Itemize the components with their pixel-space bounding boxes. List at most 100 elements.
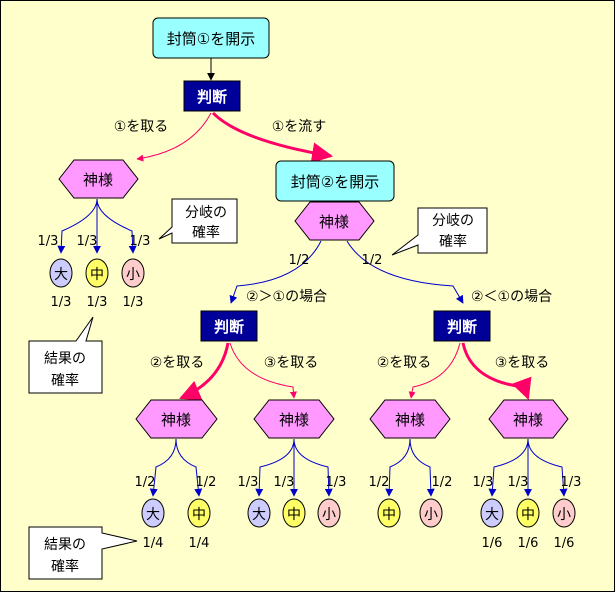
callout-branch-prob-center: 分岐の 確率 xyxy=(391,207,488,256)
callout-result-line1: 結果の xyxy=(44,351,86,367)
outcome-mid-label: 中 xyxy=(90,267,104,283)
god-hexagon-gt-take-2: 神様 xyxy=(135,399,218,439)
outcome-small-left: 小 xyxy=(121,258,145,288)
outcome-small-label: 小 xyxy=(322,507,336,523)
branch-prob: 1/2 xyxy=(432,475,453,490)
pass-1-arrow xyxy=(211,111,334,164)
branch-prob-case-gt: 1/2 xyxy=(289,253,310,268)
branch-arrow xyxy=(149,438,177,497)
branch-case-gt-arrow xyxy=(229,240,322,304)
god-label: 神様 xyxy=(513,411,543,429)
branch-prob: 1/3 xyxy=(326,475,347,490)
judge-box-top: 判断 xyxy=(183,80,241,112)
branch-arrow xyxy=(385,438,411,497)
callout-branch-line1: 分岐の xyxy=(432,213,474,229)
open-envelope-2-box: 封筒②を開示 xyxy=(275,160,395,202)
branch-arrow xyxy=(175,438,203,497)
god-label-center: 神様 xyxy=(319,213,349,231)
case-gt-take-3-label: ③を取る xyxy=(264,355,319,371)
case-lt-take-2-label: ②を取る xyxy=(377,355,432,371)
god-label-left: 神様 xyxy=(83,171,113,189)
branch-prob: 1/3 xyxy=(561,475,582,490)
pass-1-label: ①を流す xyxy=(272,119,327,135)
result-prob: 1/4 xyxy=(189,536,210,551)
callout-branch-line2: 確率 xyxy=(439,233,467,250)
god-hexagon-left: 神様 xyxy=(58,159,139,199)
callout-branch-line2: 確率 xyxy=(192,224,220,241)
outcome-mid-label: 中 xyxy=(192,507,206,523)
case-gt-take-2-arrow xyxy=(179,342,230,401)
callout-result-prob-left: 結果の 確率 xyxy=(28,316,103,394)
outcome-mid: 中 xyxy=(187,498,211,528)
god-hexagon-gt-take-3: 神様 xyxy=(253,399,335,439)
outcome-mid-label: 中 xyxy=(382,507,396,523)
callout-result-prob-bottom: 結果の 確率 xyxy=(28,526,138,580)
judge-label-case-lt: 判断 xyxy=(447,318,477,336)
outcome-big-label: 大 xyxy=(252,507,266,523)
left-result-prob-mid: 1/3 xyxy=(87,295,108,310)
case-gt-take-3-arrow xyxy=(229,342,297,399)
take-1-label: ①を取る xyxy=(114,119,169,135)
god-label: 神様 xyxy=(395,411,425,429)
case-lt-take-3-arrow xyxy=(461,342,532,400)
callout-result-line1: 結果の xyxy=(44,537,86,553)
outcome-small: 小 xyxy=(552,498,576,528)
outcome-big: 大 xyxy=(141,498,165,528)
outcome-big-label: 大 xyxy=(146,507,160,523)
case-lt-take-2-arrow xyxy=(408,342,461,399)
branch-arrow xyxy=(293,438,333,497)
outcome-small: 小 xyxy=(317,498,341,528)
result-prob: 1/6 xyxy=(482,536,503,551)
branch-prob: 1/3 xyxy=(473,475,494,490)
branch-prob: 1/3 xyxy=(238,475,259,490)
left-result-prob-small: 1/3 xyxy=(123,295,144,310)
branch-arrow xyxy=(527,438,568,497)
branch-prob: 1/2 xyxy=(135,475,156,490)
god-label: 神様 xyxy=(161,411,191,429)
branch-prob: 1/2 xyxy=(369,475,390,490)
take-1-arrow xyxy=(136,112,212,162)
judge-box-case-lt: 判断 xyxy=(433,310,491,342)
callout-result-line2: 確率 xyxy=(51,558,79,575)
callout-result-line2: 確率 xyxy=(51,372,79,389)
judge-box-case-gt: 判断 xyxy=(200,310,258,342)
left-branch-prob-mid: 1/3 xyxy=(77,234,98,249)
outcome-big-left: 大 xyxy=(49,258,73,288)
callout-branch-line1: 分岐の xyxy=(185,205,227,221)
outcome-mid: 中 xyxy=(282,498,306,528)
callout-branch-prob-left: 分岐の 確率 xyxy=(158,198,238,244)
outcome-small-label: 小 xyxy=(557,507,571,523)
left-result-prob-big: 1/3 xyxy=(51,295,72,310)
open-envelope-2-label: 封筒②を開示 xyxy=(291,173,379,191)
outcome-small-label: 小 xyxy=(424,507,438,523)
case-lt-label: ②＜①の場合 xyxy=(471,289,552,305)
branch-prob: 1/2 xyxy=(196,475,217,490)
outcome-small-label: 小 xyxy=(126,267,140,283)
result-prob: 1/6 xyxy=(554,536,575,551)
god-hexagon-lt-take-3: 神様 xyxy=(488,399,569,439)
outcome-mid-left: 中 xyxy=(85,258,109,288)
case-lt-take-3-label: ③を取る xyxy=(495,355,550,371)
god-label: 神様 xyxy=(279,411,309,429)
branch-arrow xyxy=(409,438,435,497)
open-envelope-1-box: 封筒①を開示 xyxy=(152,17,270,59)
outcome-big-label: 大 xyxy=(485,507,499,523)
outcome-big: 大 xyxy=(247,498,271,528)
branch-prob-case-lt: 1/2 xyxy=(362,253,383,268)
outcome-mid: 中 xyxy=(377,498,401,528)
case-gt-label: ②＞①の場合 xyxy=(246,289,327,305)
outcome-big: 大 xyxy=(480,498,504,528)
branch-prob: 1/3 xyxy=(508,475,529,490)
outcome-small: 小 xyxy=(419,498,443,528)
open-envelope-1-label: 封筒①を開示 xyxy=(167,30,255,48)
outcome-mid: 中 xyxy=(516,498,540,528)
case-gt-take-2-label: ②を取る xyxy=(150,355,205,371)
result-prob: 1/4 xyxy=(143,536,164,551)
left-branch-small xyxy=(96,198,137,254)
result-prob: 1/6 xyxy=(518,536,539,551)
god-hexagon-center: 神様 xyxy=(294,201,375,241)
branch-prob: 1/3 xyxy=(274,475,295,490)
judge-label-case-gt: 判断 xyxy=(214,318,244,336)
